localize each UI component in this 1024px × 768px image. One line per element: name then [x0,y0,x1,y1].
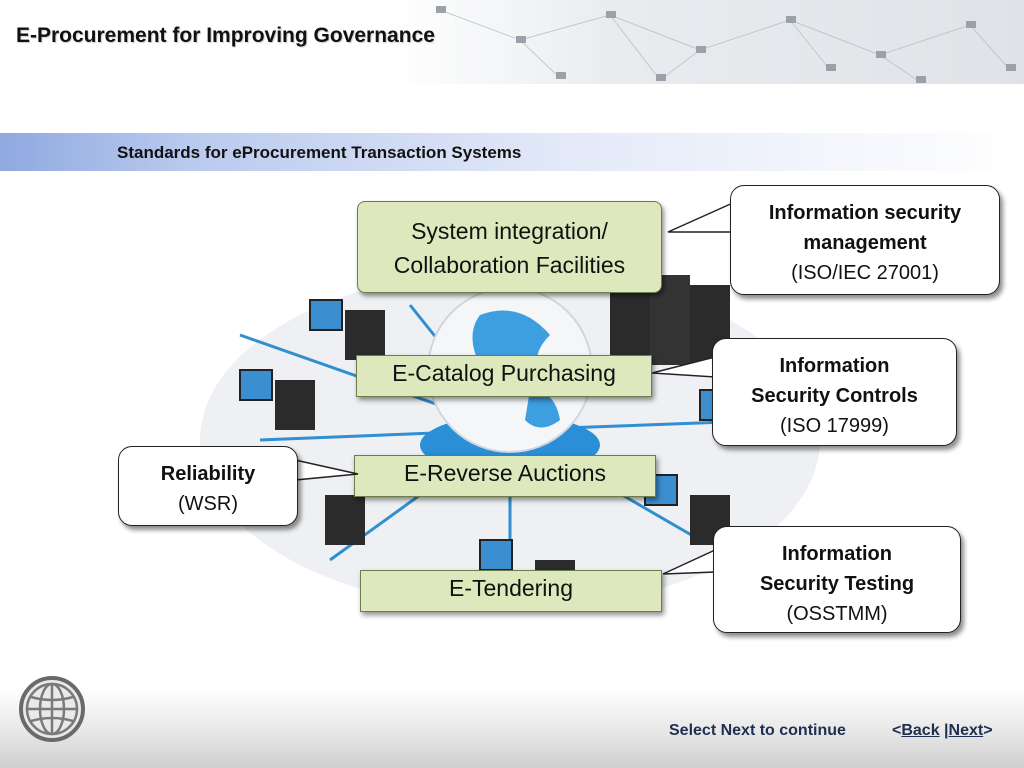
callout-tail-isc [651,356,717,378]
footer-bar [0,688,1024,768]
callout-information-security-controls: Information Security Controls (ISO 17999… [712,338,957,446]
back-link[interactable]: Back [901,722,940,739]
header-bar: E-Procurement for Improving Governance [0,0,1024,84]
network-background-icon [436,6,1016,83]
next-link[interactable]: Next [948,722,984,739]
box-e-reverse-auctions: E-Reverse Auctions [354,455,656,497]
box-system-integration: System integration/ Collaboration Facili… [357,201,662,293]
callout-reliability: Reliability (WSR) [118,446,298,526]
section-title: Standards for eProcurement Transaction S… [117,143,522,162]
callout-tail-rel [293,459,359,481]
callout-tail-ist [662,548,717,575]
section-band: Standards for eProcurement Transaction S… [0,133,1024,171]
world-globe-icon [19,676,85,742]
box-e-tendering: E-Tendering [360,570,662,612]
box-e-catalog: E-Catalog Purchasing [356,355,652,397]
page-title: E-Procurement for Improving Governance [16,24,435,47]
continue-instruction: Select Next to continue [669,722,846,739]
navigation-links: <Back |Next> [892,722,993,739]
callout-information-security-management: Information security management (ISO/IEC… [730,185,1000,295]
callout-information-security-testing: Information Security Testing (OSSTMM) [713,526,961,633]
callout-tail-ism [667,200,737,233]
